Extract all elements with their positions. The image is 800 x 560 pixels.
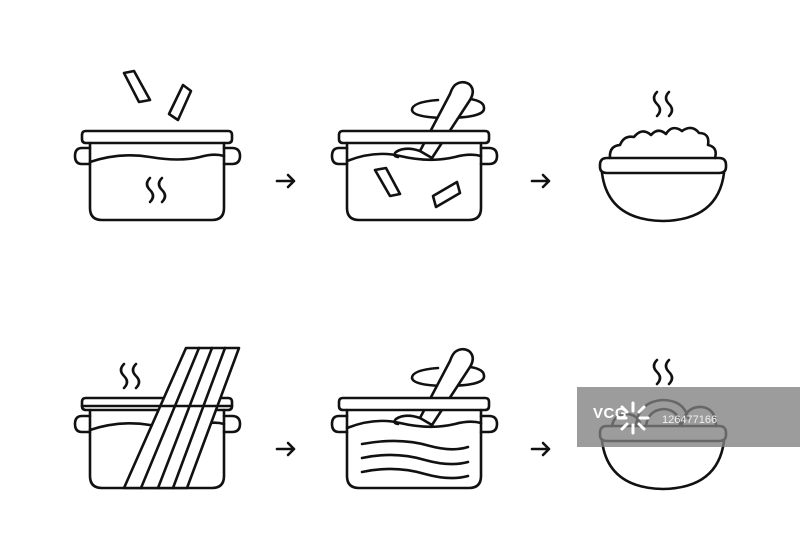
pot-handle-right bbox=[479, 414, 499, 434]
steam-icon bbox=[652, 358, 662, 386]
noodle-line bbox=[360, 467, 470, 480]
arrow-right-icon bbox=[530, 173, 551, 189]
arrow-right-icon bbox=[530, 441, 551, 457]
pot-rim bbox=[337, 129, 491, 145]
pot-handle-right bbox=[222, 146, 242, 166]
spaghetti-stick bbox=[156, 346, 214, 490]
watermark-band bbox=[577, 387, 800, 447]
pot-handle-left bbox=[330, 414, 349, 434]
pot-rim bbox=[337, 396, 491, 412]
pot-handle-right bbox=[222, 414, 242, 434]
bowl-body bbox=[600, 439, 726, 491]
pot-with-spoon-and-noodles-icon bbox=[330, 347, 499, 490]
boil-wave-icon bbox=[157, 176, 167, 204]
pot-body bbox=[88, 141, 226, 222]
water-line bbox=[345, 419, 483, 430]
pot-handle-left bbox=[73, 414, 92, 434]
pot-rim bbox=[80, 396, 234, 412]
steam-icon bbox=[119, 362, 129, 390]
water-line bbox=[88, 153, 226, 164]
steam-icon bbox=[664, 90, 674, 118]
pot-handle-right bbox=[479, 146, 499, 166]
pot-rim bbox=[80, 129, 234, 145]
steam-icon bbox=[652, 90, 662, 118]
steam-icon bbox=[131, 362, 141, 390]
watermark-brand: VCG bbox=[593, 405, 628, 422]
water-line bbox=[345, 152, 483, 163]
arrow-right-icon bbox=[275, 441, 296, 457]
spaghetti-stick bbox=[171, 346, 227, 490]
spaghetti-bundle bbox=[122, 346, 241, 490]
pot-handle-left bbox=[73, 146, 92, 166]
spoon-handle bbox=[418, 80, 475, 160]
pot-handle-left bbox=[330, 146, 349, 166]
watermark-id: 126477166 bbox=[662, 414, 718, 426]
pot-body bbox=[345, 408, 483, 490]
arrow-right-icon bbox=[275, 173, 296, 189]
pot-with-pasta-pieces-falling-icon bbox=[73, 69, 242, 222]
steam-icon bbox=[664, 358, 674, 386]
pot-body bbox=[345, 141, 483, 222]
spoon-handle bbox=[418, 347, 475, 427]
pasta-mound bbox=[608, 126, 717, 160]
boil-wave-icon bbox=[145, 176, 155, 204]
watermark-logo-icon bbox=[616, 401, 650, 435]
spaghetti-stick bbox=[139, 346, 201, 490]
pasta-piece-icon bbox=[373, 166, 402, 198]
bowl-body bbox=[600, 171, 726, 223]
noodle-line bbox=[360, 453, 470, 466]
pasta-piece-icon bbox=[122, 69, 152, 104]
pasta-piece-icon bbox=[167, 83, 193, 122]
pasta-piece-icon bbox=[431, 180, 462, 209]
noodle-line bbox=[360, 439, 470, 451]
pot-with-spaghetti-sticks-icon bbox=[73, 346, 242, 490]
steaming-bowl-of-pasta-icon bbox=[598, 90, 728, 223]
pot-with-spoon-and-pasta-pieces-icon bbox=[330, 80, 499, 222]
bowl-rim bbox=[598, 156, 728, 175]
